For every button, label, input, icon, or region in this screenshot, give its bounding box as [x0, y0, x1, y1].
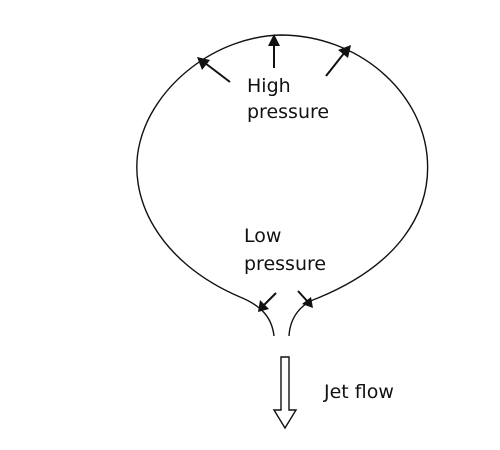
low-pressure-arrow-right — [297, 290, 313, 308]
high-pressure-arrow-right — [325, 45, 351, 77]
high-pressure-label-line1: High — [247, 75, 291, 97]
high-pressure-arrow-top — [268, 34, 280, 68]
balloon-outline — [136, 34, 429, 337]
nozzle-left-edge — [239, 296, 275, 337]
low-pressure-label-line2: pressure — [244, 253, 326, 275]
low-pressure-arrow-left — [258, 292, 277, 312]
jet-flow-arrow — [272, 356, 298, 430]
low-pressure-label-line1: Low — [244, 225, 281, 247]
jet-flow-label: Jet flow — [323, 381, 394, 403]
high-pressure-arrow-left — [197, 57, 231, 83]
high-pressure-label-line2: pressure — [247, 101, 329, 123]
